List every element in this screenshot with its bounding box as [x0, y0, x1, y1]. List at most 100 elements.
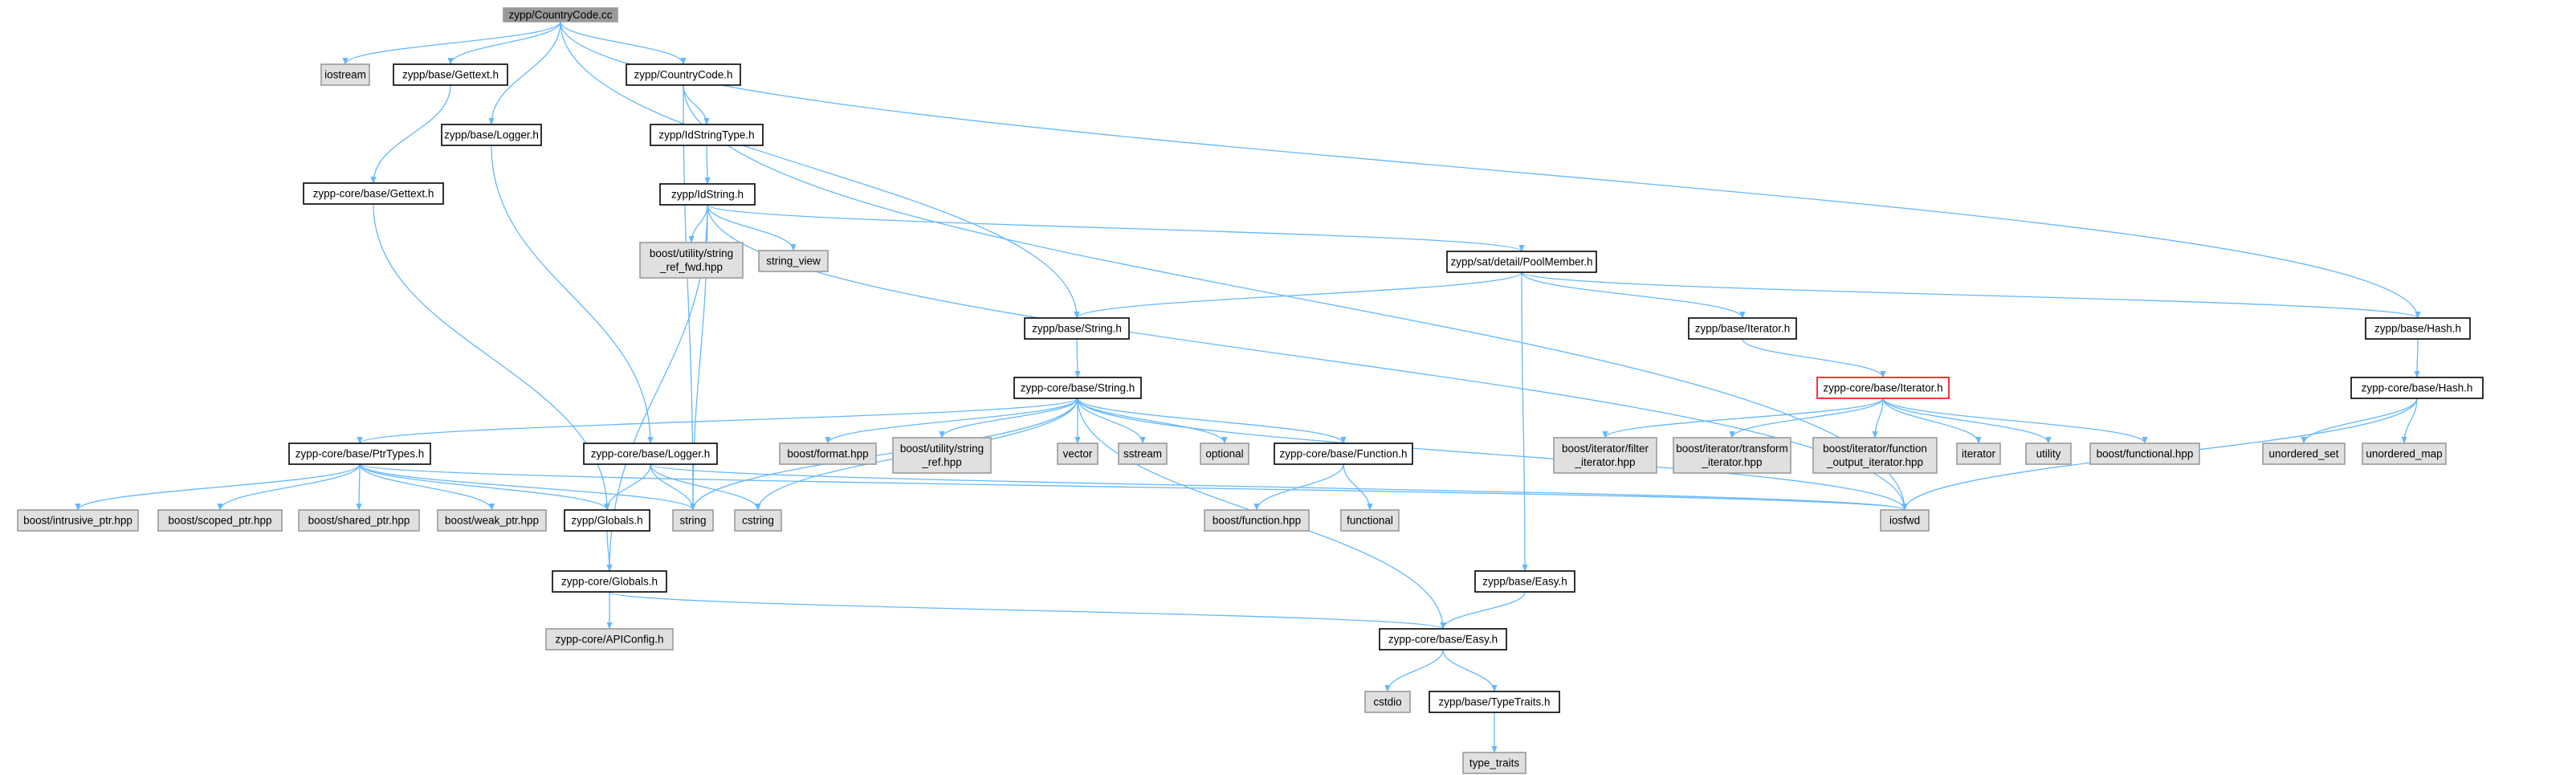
node-core_iterator_h[interactable]: zypp-core/base/Iterator.h	[1816, 377, 1950, 399]
node-iosfwd: iosfwd	[1880, 509, 1930, 532]
edge-idstring_h-to-string_ref_fwd	[688, 204, 708, 243]
edge-poolmember_h-to-base_easy_h	[1521, 271, 1528, 572]
edge-core_ptrtypes_h-to-weak_ptr	[359, 463, 495, 511]
node-core_gettext_h[interactable]: zypp-core/base/Gettext.h	[303, 182, 444, 205]
node-box	[1340, 509, 1400, 532]
node-core_globals_h[interactable]: zypp-core/Globals.h	[552, 570, 667, 593]
node-core_function_h[interactable]: zypp-core/base/Function.h	[1274, 443, 1413, 465]
edge-core_ptrtypes_h-to-shared_ptr	[356, 463, 362, 511]
node-box	[779, 443, 877, 465]
node-base_easy_h[interactable]: zypp/base/Easy.h	[1474, 570, 1575, 593]
node-string_ref_fwd: boost/utility/string_ref_fwd.hpp	[639, 242, 744, 279]
edge-core_function_h-to-boost_function	[1253, 463, 1344, 511]
node-base_string_h[interactable]: zypp/base/String.h	[1024, 317, 1130, 340]
node-idstringtype_h[interactable]: zypp/IdStringType.h	[650, 124, 764, 146]
node-box	[1462, 752, 1526, 774]
node-iterator: iterator	[1956, 443, 2001, 465]
node-poolmember_h[interactable]: zypp/sat/detail/PoolMember.h	[1446, 251, 1597, 273]
edge-core_string_h-to-boost_string_ref	[939, 398, 1078, 438]
node-box	[1553, 437, 1657, 474]
node-label: boost/functional.hpp	[2097, 448, 2194, 460]
node-label: boost/iterator/transform	[1676, 443, 1788, 455]
node-string_view: string_view	[758, 250, 829, 272]
node-core_easy_h[interactable]: zypp-core/base/Easy.h	[1379, 628, 1507, 651]
node-label: zypp-core/base/String.h	[1021, 382, 1135, 394]
node-shared_ptr: boost/shared_ptr.hpp	[298, 509, 420, 532]
node-label: boost/intrusive_ptr.hpp	[23, 515, 132, 527]
edge-countrycode_cc-to-base_hash_h	[560, 21, 2421, 319]
edge-idstring_h-to-poolmember_h	[707, 204, 1525, 252]
node-box	[1204, 509, 1310, 532]
node-label: _ref.hpp	[921, 456, 962, 468]
node-core_logger_h[interactable]: zypp-core/base/Logger.h	[583, 443, 718, 465]
edge-core_hash_h-to-unordered_map	[2401, 398, 2418, 444]
node-box	[441, 124, 542, 146]
edge-base_string_h-to-core_string_h	[1074, 338, 1081, 378]
edge-base_easy_h-to-core_easy_h	[1440, 591, 1526, 630]
node-base_typetraits_h[interactable]: zypp/base/TypeTraits.h	[1429, 691, 1560, 713]
edges-layer	[75, 21, 2421, 753]
node-unordered_set: unordered_set	[2262, 443, 2346, 465]
node-box	[503, 7, 618, 22]
edge-core_string_h-to-iosfwd	[1077, 398, 1908, 511]
edge-zypp_globals_h-to-core_globals_h	[606, 530, 613, 572]
node-label: zypp/base/Hash.h	[2374, 323, 2461, 335]
node-label: zypp-core/base/Hash.h	[2362, 382, 2473, 394]
node-countrycode_cc[interactable]: zypp/CountryCode.cc	[503, 7, 618, 22]
edge-countrycode_h-to-iosfwd	[683, 84, 1908, 511]
node-boost_function: boost/function.hpp	[1204, 509, 1310, 532]
node-idstring_h[interactable]: zypp/IdString.h	[659, 183, 756, 206]
edge-poolmember_h-to-base_hash_h	[1521, 271, 2421, 319]
node-cstring: cstring	[734, 509, 782, 532]
node-label: zypp/base/Iterator.h	[1695, 323, 1791, 335]
node-box	[672, 509, 714, 532]
node-base_iterator_h[interactable]: zypp/base/Iterator.h	[1688, 317, 1797, 340]
edge-base_gettext_h-to-core_gettext_h	[370, 84, 451, 184]
node-box	[1429, 691, 1560, 713]
node-core_hash_h[interactable]: zypp-core/base/Hash.h	[2350, 377, 2484, 399]
node-core_string_h[interactable]: zypp-core/base/String.h	[1013, 377, 1142, 399]
node-box	[639, 242, 744, 279]
node-function_output_iterator: boost/iterator/function_output_iterator.…	[1812, 437, 1938, 474]
node-label: zypp-core/base/Logger.h	[591, 448, 711, 460]
node-label: type_traits	[1469, 757, 1520, 769]
node-base_gettext_h[interactable]: zypp/base/Gettext.h	[393, 63, 508, 86]
node-box	[1474, 570, 1575, 593]
edge-countrycode_h-to-idstringtype_h	[683, 84, 710, 125]
node-label: zypp/IdString.h	[671, 189, 744, 201]
edge-countrycode_h-to-string	[683, 84, 696, 511]
node-zypp_globals_h[interactable]: zypp/Globals.h	[564, 509, 650, 532]
node-label: boost/shared_ptr.hpp	[308, 515, 410, 527]
edge-core_string_h-to-core_function_h	[1077, 398, 1347, 444]
node-box	[393, 63, 508, 86]
edge-countrycode_cc-to-countrycode_h	[560, 21, 687, 65]
node-label: zypp/IdStringType.h	[658, 129, 754, 141]
node-countrycode_h[interactable]: zypp/CountryCode.h	[626, 63, 741, 86]
node-base_logger_h[interactable]: zypp/base/Logger.h	[441, 124, 542, 146]
edge-poolmember_h-to-base_iterator_h	[1521, 271, 1746, 319]
node-label: zypp/base/Easy.h	[1482, 576, 1567, 588]
node-unordered_map: unordered_map	[2362, 443, 2447, 465]
node-box	[734, 509, 782, 532]
node-label: iostream	[324, 69, 366, 81]
node-label: sstream	[1123, 448, 1162, 460]
node-box	[545, 628, 674, 651]
node-label: zypp-core/base/PtrTypes.h	[296, 448, 425, 460]
node-core_ptrtypes_h[interactable]: zypp-core/base/PtrTypes.h	[288, 443, 431, 465]
node-box	[2362, 443, 2447, 465]
node-box	[1880, 509, 1930, 532]
node-label: zypp-core/base/Function.h	[1279, 448, 1407, 460]
edge-core_logger_h-to-iosfwd	[650, 463, 1908, 511]
node-base_hash_h[interactable]: zypp/base/Hash.h	[2365, 317, 2471, 340]
node-box	[2262, 443, 2346, 465]
node-label: unordered_set	[2268, 448, 2338, 460]
node-label: _ref_fwd.hpp	[659, 261, 723, 273]
node-utility: utility	[2025, 443, 2072, 465]
node-label: iterator	[1962, 448, 1996, 460]
node-box	[1024, 317, 1130, 340]
edge-core_iterator_h-to-utility	[1882, 398, 2052, 444]
node-type_traits: type_traits	[1462, 752, 1526, 774]
edge-idstring_h-to-string_view	[707, 204, 797, 251]
node-label: cstring	[742, 515, 774, 527]
edge-core_easy_h-to-base_typetraits_h	[1442, 649, 1498, 692]
